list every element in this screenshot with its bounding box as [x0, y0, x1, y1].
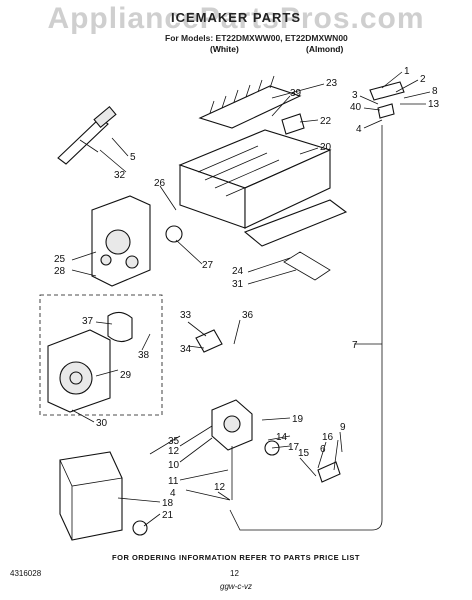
callout-14: 14 [276, 432, 288, 443]
motor [107, 311, 133, 343]
callout-31: 31 [232, 279, 244, 290]
callout-12-mid: 12 [168, 446, 180, 457]
color-white-label: (White) [210, 44, 239, 54]
callout-29: 29 [120, 370, 132, 381]
callout-39: 39 [290, 88, 302, 99]
callout-4-top: 4 [356, 124, 362, 135]
mold-stripper [281, 113, 305, 135]
inlet-fitting [369, 81, 405, 101]
callout-35: 35 [168, 436, 180, 447]
callout-25: 25 [54, 254, 66, 265]
callout-32: 32 [114, 170, 126, 181]
callout-40: 40 [350, 102, 362, 113]
callout-15: 15 [298, 448, 310, 459]
callout-6: 6 [320, 444, 326, 455]
handwritten-mark: ggw-c-vz [220, 582, 253, 591]
callout-26: 26 [154, 178, 166, 189]
callout-10: 10 [168, 460, 180, 471]
support-assembly [91, 195, 151, 287]
callout-11: 11 [168, 476, 179, 487]
callout-13: 13 [428, 99, 440, 110]
callout-9: 9 [340, 422, 346, 433]
callout-4-bottom: 4 [170, 488, 176, 499]
control-module [47, 329, 111, 413]
ice-mold [178, 129, 332, 229]
model-list: For Models: ET22DMXWW00, ET22DMXWN00 [165, 33, 348, 43]
valve-bracket [317, 461, 341, 483]
callout-18: 18 [162, 498, 174, 509]
callout-24: 24 [232, 266, 244, 277]
ice-stripper [243, 199, 348, 247]
callout-20: 20 [320, 142, 332, 153]
callout-30: 30 [96, 418, 108, 429]
tube-clamp [377, 103, 395, 119]
callout-37: 37 [82, 316, 94, 327]
callout-16: 16 [322, 432, 334, 443]
callout-8: 8 [432, 86, 438, 97]
callout-34: 34 [180, 344, 192, 355]
callout-36: 36 [242, 310, 254, 321]
ordering-note: FOR ORDERING INFORMATION REFER TO PARTS … [112, 553, 360, 562]
knob [132, 520, 148, 536]
callout-38: 38 [138, 350, 150, 361]
ejector-rake [198, 75, 302, 129]
callout-2: 2 [420, 74, 426, 85]
shutoff-arm [57, 105, 117, 165]
callout-21: 21 [162, 510, 174, 521]
callout-1: 1 [404, 66, 410, 77]
callout-3: 3 [352, 90, 358, 101]
motor-gear [165, 225, 183, 243]
callout-23: 23 [326, 78, 338, 89]
callout-27: 27 [202, 260, 214, 271]
watermark: AppliancePartsPros.com [47, 2, 425, 35]
water-valve [211, 399, 280, 456]
callout-5: 5 [130, 152, 136, 163]
color-almond-label: (Almond) [306, 44, 344, 54]
diagram-title: ICEMAKER PARTS [170, 10, 302, 25]
callout-19: 19 [292, 414, 304, 425]
document-code: 4316028 [10, 569, 42, 578]
callout-7: 7 [352, 340, 358, 351]
callout-33: 33 [180, 310, 192, 321]
callout-22: 22 [320, 116, 332, 127]
callout-17: 17 [288, 442, 300, 453]
module-outline [39, 294, 163, 416]
page-number: 12 [230, 569, 239, 578]
callout-12-bottom: 12 [214, 482, 226, 493]
thermostat [195, 329, 223, 353]
shutoff-wire [283, 251, 331, 281]
callout-28: 28 [54, 266, 66, 277]
ice-bin-cover [59, 451, 123, 541]
fill-tube [229, 125, 383, 531]
